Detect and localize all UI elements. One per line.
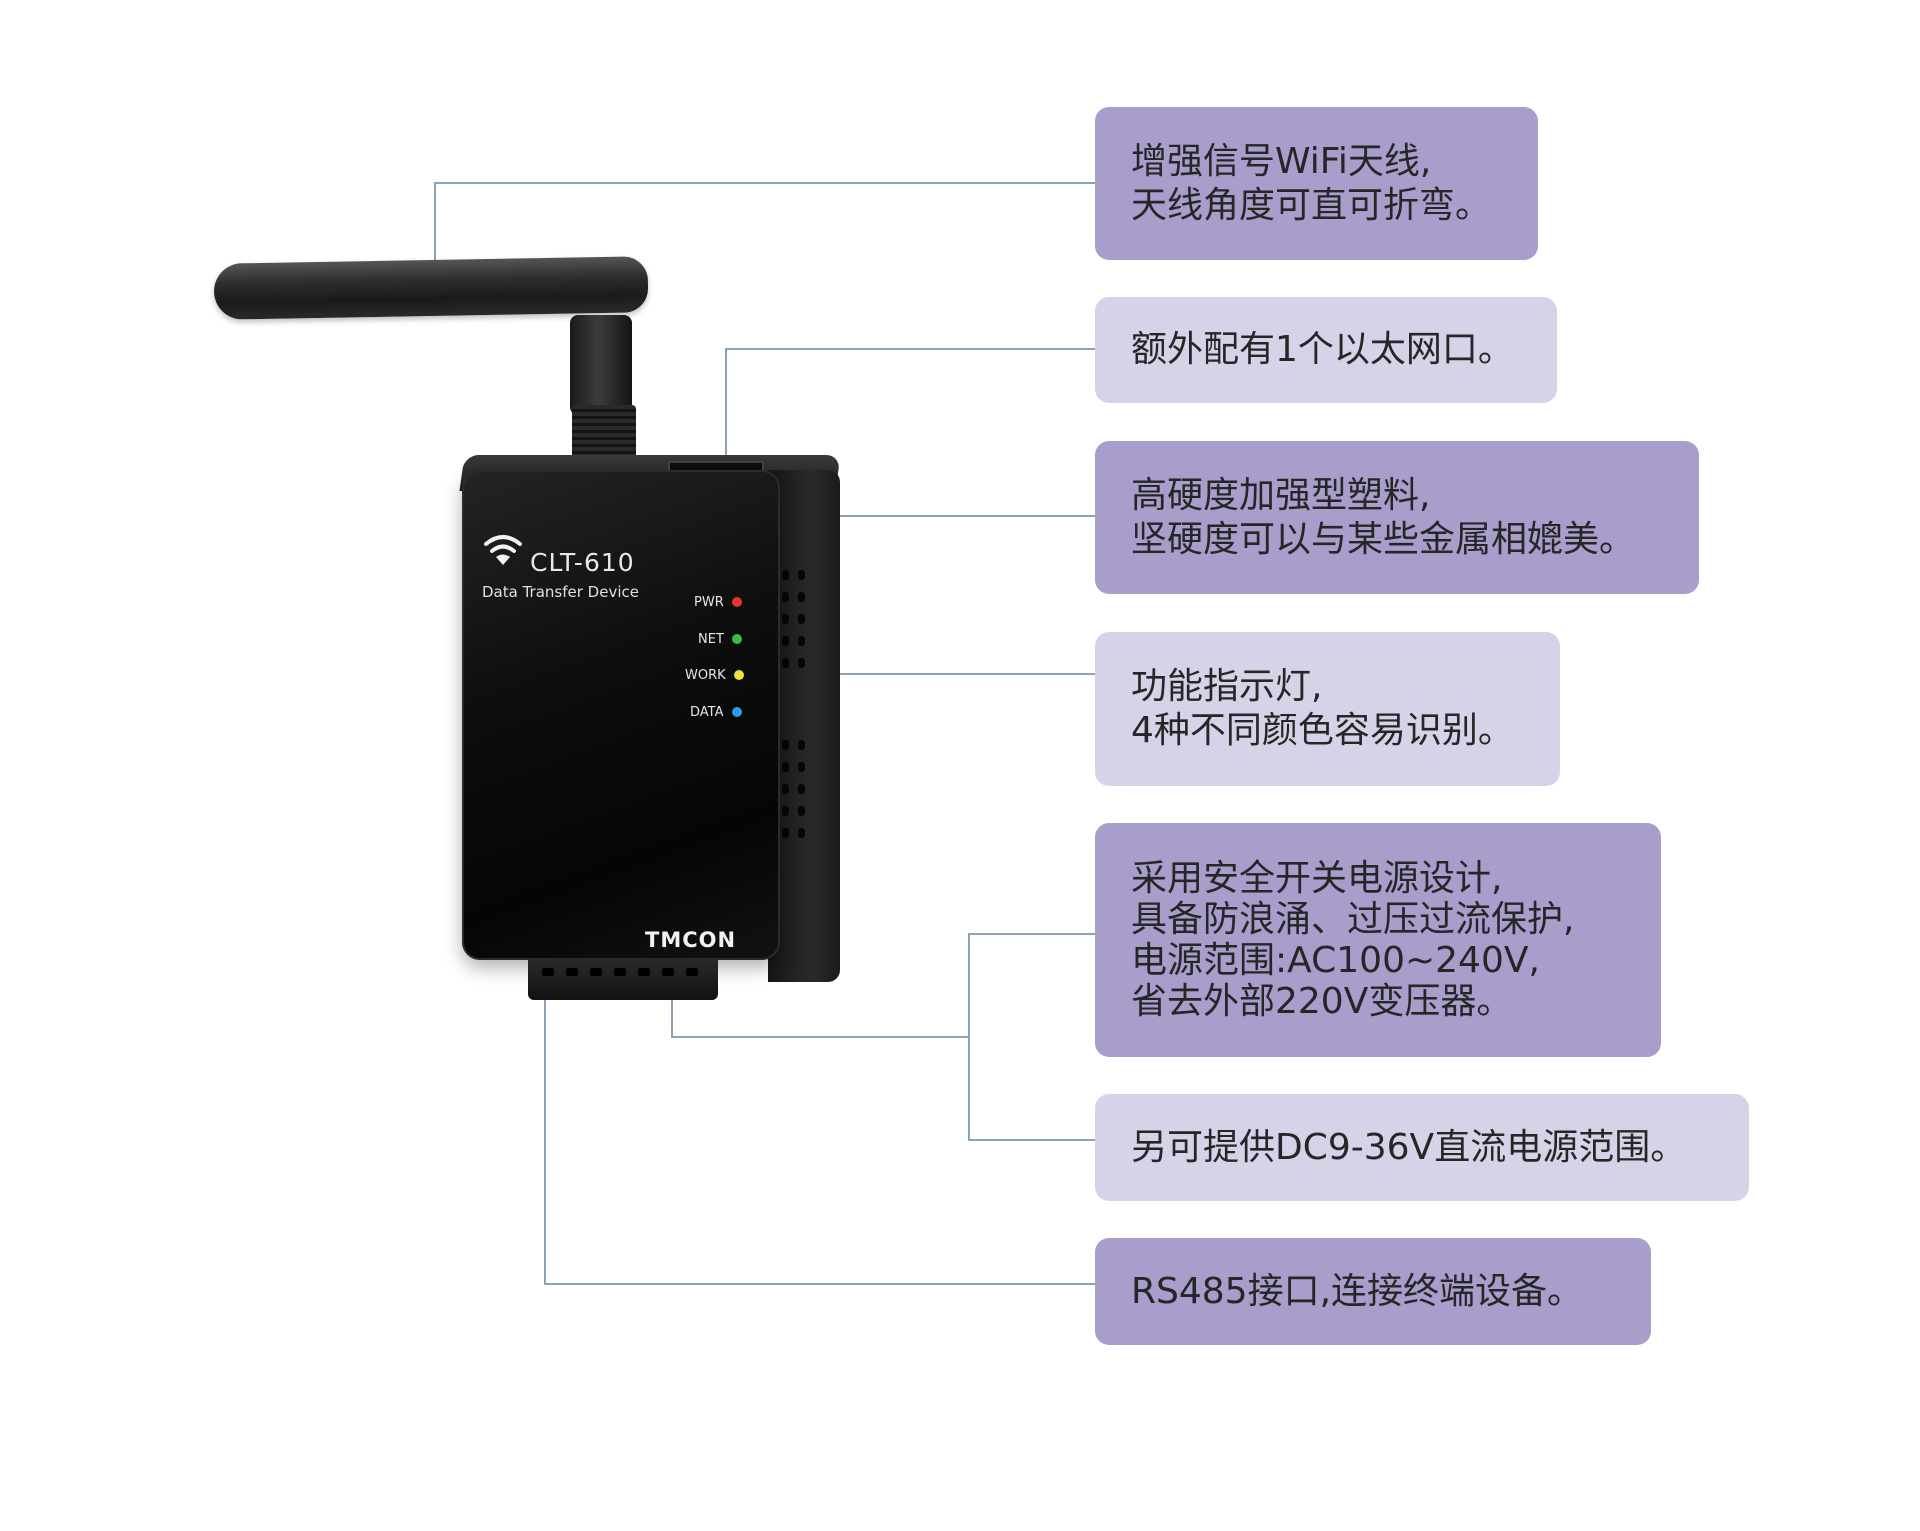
led-row-pwr: PWR xyxy=(694,592,742,612)
callout-rs485-line-1: RS485接口,连接终端设备。 xyxy=(1131,1270,1584,1312)
vent-slot xyxy=(798,658,805,668)
callout-antenna: 增强信号WiFi天线, 天线角度可直可折弯。 xyxy=(1095,107,1538,260)
vent-slot xyxy=(782,784,789,794)
vent-slot xyxy=(782,658,789,668)
callout-power-line-1: 采用安全开关电源设计, xyxy=(1131,858,1503,899)
terminal-pin xyxy=(566,968,578,976)
vent-slot xyxy=(782,740,789,750)
vent-slot xyxy=(782,570,789,580)
vent-slot xyxy=(798,806,805,816)
callout-leds: 功能指示灯, 4种不同颜色容易识别。 xyxy=(1095,632,1560,786)
callout-dc-power-line-1: 另可提供DC9-36V直流电源范围。 xyxy=(1131,1126,1687,1168)
led-row-net: NET xyxy=(698,629,742,649)
vent-slot xyxy=(782,614,789,624)
vent-slot xyxy=(782,592,789,602)
led-label: DATA xyxy=(690,704,724,720)
data-led xyxy=(731,707,742,717)
callout-leds-line-1: 功能指示灯, xyxy=(1131,666,1323,707)
callout-power-line-4: 省去外部220V变压器。 xyxy=(1131,981,1513,1022)
led-row-work: WORK xyxy=(685,665,744,685)
device-side-panel xyxy=(768,470,840,982)
leader-line-antenna xyxy=(434,182,1095,287)
callout-casing-line-1: 高硬度加强型塑料, xyxy=(1131,474,1431,516)
terminal-pin xyxy=(686,968,698,976)
callout-casing: 高硬度加强型塑料, 坚硬度可以与某些金属相媲美。 xyxy=(1095,441,1699,594)
terminal-pin xyxy=(638,968,650,976)
callout-ethernet: 额外配有1个以太网口。 xyxy=(1095,297,1557,403)
terminal-pin xyxy=(590,968,602,976)
leader-line-power-link xyxy=(671,993,969,1038)
callout-ethernet-line-1: 额外配有1个以太网口。 xyxy=(1131,329,1514,370)
vent-slot xyxy=(782,828,789,838)
device-subtitle: Data Transfer Device xyxy=(482,583,639,601)
terminal-block xyxy=(528,958,718,1000)
device-model-name: CLT-610 xyxy=(530,548,635,577)
callout-dc-power: 另可提供DC9-36V直流电源范围。 xyxy=(1095,1094,1749,1201)
callout-power-line-2: 具备防浪涌、过压过流保护, xyxy=(1131,899,1575,940)
callout-antenna-line-1: 增强信号WiFi天线, xyxy=(1131,140,1432,182)
terminal-pin xyxy=(662,968,674,976)
led-label: PWR xyxy=(694,594,724,610)
vent-slot xyxy=(782,636,789,646)
vent-slot xyxy=(798,784,805,794)
vent-slot xyxy=(798,614,805,624)
vent-slot xyxy=(798,762,805,772)
led-label: NET xyxy=(698,631,724,647)
vent-slot xyxy=(798,570,805,580)
work-led xyxy=(733,670,744,680)
wifi-icon xyxy=(484,535,522,565)
led-label: WORK xyxy=(685,667,726,683)
pwr-led xyxy=(731,597,742,607)
antenna-rod xyxy=(213,256,649,320)
antenna-neck xyxy=(570,315,632,415)
callout-leds-line-2: 4种不同颜色容易识别。 xyxy=(1131,710,1514,751)
leader-line-power xyxy=(968,933,1095,1141)
vent-slot xyxy=(798,636,805,646)
vent-slot xyxy=(782,806,789,816)
callout-power: 采用安全开关电源设计, 具备防浪涌、过压过流保护, 电源范围:AC100~240… xyxy=(1095,823,1661,1057)
net-led xyxy=(731,634,742,644)
callout-antenna-line-2: 天线角度可直可折弯。 xyxy=(1131,184,1492,226)
leader-line-ethernet xyxy=(725,348,1095,458)
vent-slot xyxy=(798,592,805,602)
leader-line-rs485 xyxy=(544,979,1095,1285)
terminal-pin xyxy=(542,968,554,976)
vent-slot xyxy=(798,740,805,750)
led-row-data: DATA xyxy=(690,702,742,722)
callout-casing-line-2: 坚硬度可以与某些金属相媲美。 xyxy=(1131,518,1636,560)
callout-power-line-3: 电源范围:AC100~240V, xyxy=(1131,940,1540,981)
callout-rs485: RS485接口,连接终端设备。 xyxy=(1095,1238,1651,1345)
vent-slot xyxy=(798,828,805,838)
vent-slot xyxy=(782,762,789,772)
brand-logo: TMCON xyxy=(645,928,737,952)
terminal-pin xyxy=(614,968,626,976)
